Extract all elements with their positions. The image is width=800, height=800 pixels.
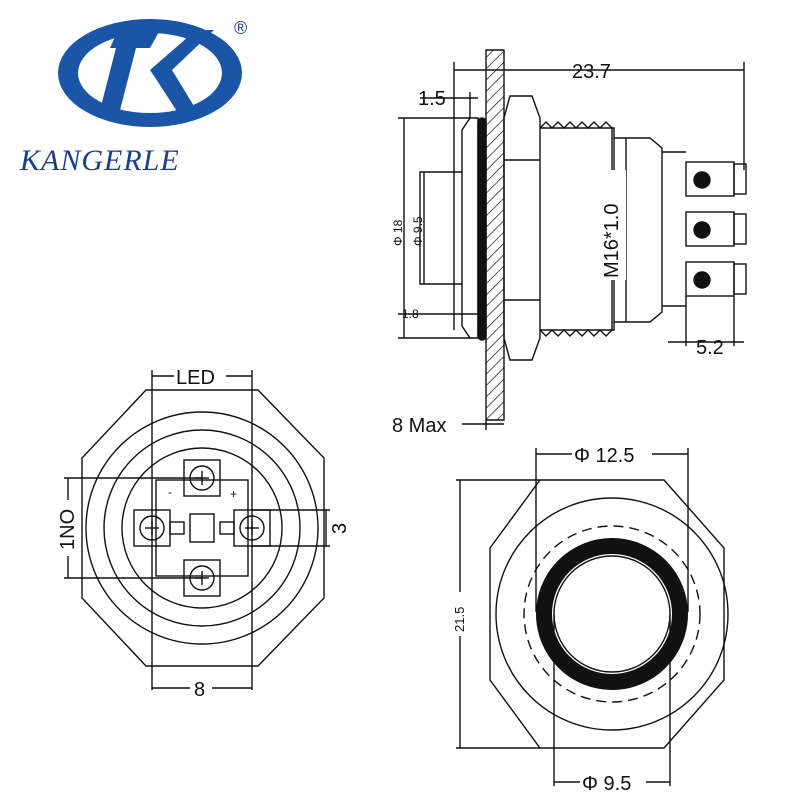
dim-panel-offset: 1.5 bbox=[418, 88, 446, 110]
thread-teeth-top bbox=[539, 121, 613, 129]
front-ring-dashed bbox=[523, 525, 701, 703]
thread-teeth-bottom bbox=[539, 329, 613, 337]
dim-overall-length: 23.7 bbox=[572, 61, 611, 83]
dim-label-bg bbox=[572, 442, 652, 466]
hex-nut bbox=[503, 95, 541, 361]
dim-hex-size: 21.5 bbox=[452, 607, 467, 632]
terminal-screw bbox=[693, 221, 711, 239]
dim-3: 3 bbox=[329, 523, 351, 534]
dim-head-diameter: Φ 18 bbox=[391, 219, 405, 246]
dim-label-bg bbox=[448, 592, 472, 636]
back-hex bbox=[81, 389, 325, 667]
dim-1no: 1NO bbox=[57, 509, 79, 550]
button-head bbox=[461, 117, 479, 339]
registered-mark: ® bbox=[234, 18, 247, 38]
dim-head-thickness: 1.8 bbox=[402, 307, 419, 321]
terminal-tab bbox=[733, 163, 747, 195]
back-view: - + LED 1NO 3 8 bbox=[54, 364, 351, 701]
lens-outline bbox=[419, 171, 462, 285]
dim-terminal-length: 5.2 bbox=[696, 337, 724, 359]
back-ring-outer bbox=[85, 411, 319, 645]
back-ring-mid bbox=[103, 429, 301, 627]
back-ring-inner bbox=[121, 447, 283, 609]
terminal-screw bbox=[693, 171, 711, 189]
panel-section bbox=[485, 49, 505, 421]
logo-k-mark bbox=[100, 30, 214, 116]
dim-panel-thickness: 8 Max bbox=[392, 415, 446, 437]
dim-label-bg bbox=[54, 500, 80, 556]
dim-label-bg bbox=[580, 770, 646, 794]
o-ring bbox=[477, 117, 487, 341]
dim-label-bg bbox=[598, 170, 626, 280]
terminals bbox=[662, 151, 747, 307]
polarity-plus: + bbox=[230, 487, 237, 501]
dim-label-bg bbox=[190, 678, 212, 700]
front-hex bbox=[489, 479, 725, 749]
dim-ring-diameter: Φ 12.5 bbox=[574, 445, 634, 467]
dim-label-bg bbox=[174, 364, 226, 386]
terminal-tab bbox=[733, 263, 747, 295]
terminal-tab bbox=[733, 213, 747, 245]
dim-8: 8 bbox=[194, 679, 205, 701]
terminal-screw bbox=[693, 271, 711, 289]
front-lens bbox=[553, 555, 671, 673]
kangerle-logo: ® KANGERLE bbox=[19, 18, 247, 177]
rear-housing bbox=[614, 137, 663, 323]
dim-front-lens-diameter: Φ 9.5 bbox=[582, 773, 631, 795]
front-view: Φ 12.5 21.5 Φ 9.5 bbox=[448, 442, 729, 795]
side-view: 23.7 1.5 Φ 18 Φ 9.5 1.8 M16*1.0 5.2 8 Ma… bbox=[391, 49, 747, 437]
small-tab bbox=[219, 521, 235, 535]
polarity-minus: - bbox=[168, 485, 172, 499]
brand-name: KANGERLE bbox=[19, 144, 180, 177]
dim-lens-diameter: Φ 9.5 bbox=[411, 216, 425, 246]
center-tab bbox=[189, 513, 215, 543]
dim-led: LED bbox=[176, 367, 215, 389]
dim-thread: M16*1.0 bbox=[601, 204, 623, 279]
small-tab bbox=[169, 521, 185, 535]
front-ring-outer bbox=[495, 497, 729, 731]
front-led-ring bbox=[536, 538, 688, 690]
